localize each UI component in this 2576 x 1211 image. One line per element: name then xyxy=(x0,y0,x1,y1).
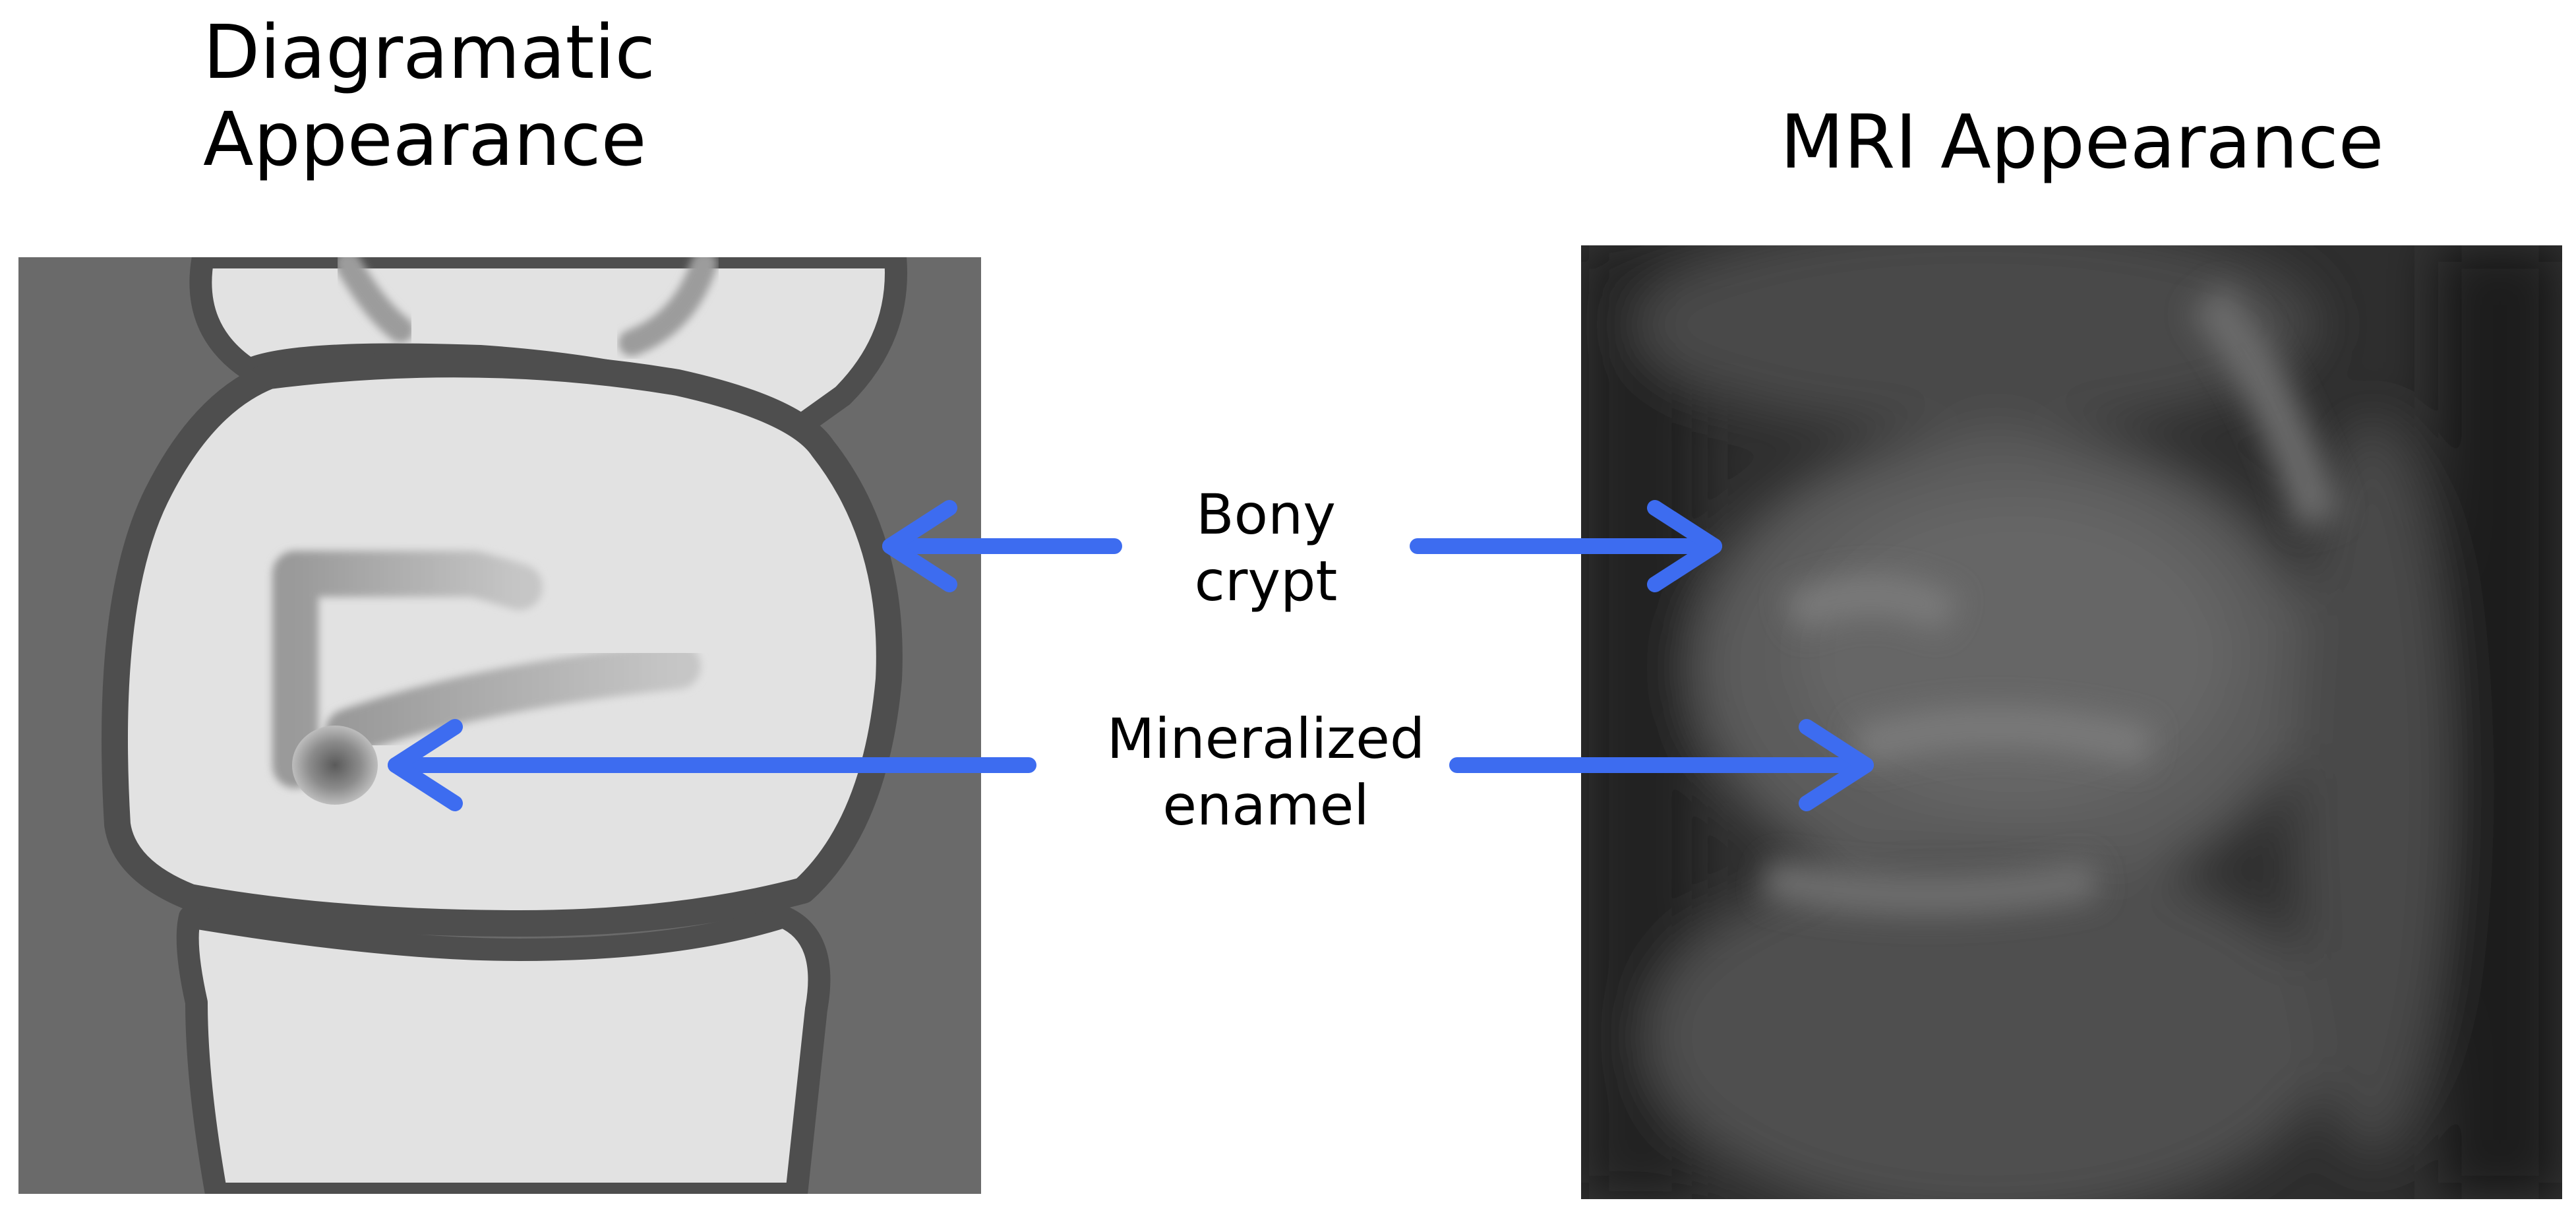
crypt-inner-streak-lower xyxy=(325,643,701,755)
mri-right-column xyxy=(2293,417,2451,1156)
diagram-panel xyxy=(18,257,981,1194)
mri-bright-streak-3 xyxy=(1761,859,2099,915)
diagram-title: Diagramatic Appearance xyxy=(203,9,796,183)
diagram-title-line1: Diagramatic xyxy=(203,10,656,96)
bony-crypt-label-line2: crypt xyxy=(1194,548,1338,613)
mri-title: MRI Appearance xyxy=(1780,100,2384,185)
upper-tooth-streak-left xyxy=(335,257,414,343)
mineralized-enamel-label-line1: Mineralized xyxy=(1106,706,1425,771)
bony-crypt-label: Bony crypt xyxy=(1121,481,1411,615)
mineralized-enamel-dot xyxy=(292,726,378,805)
upper-tooth-streak-right xyxy=(618,257,717,356)
mri-bright-streak-4 xyxy=(2189,283,2342,530)
bony-crypt-label-line1: Bony xyxy=(1196,482,1336,547)
diagram-title-line2: Appearance xyxy=(203,97,647,183)
mri-upper-structure xyxy=(1634,245,2320,430)
crypt-inner-streak-upper xyxy=(272,551,543,788)
mri-bright-streak-1 xyxy=(1783,575,1960,633)
mri-image xyxy=(1581,245,2562,1199)
mineralized-enamel-label: Mineralized enamel xyxy=(1029,706,1503,839)
mineralized-enamel-label-line2: enamel xyxy=(1162,772,1369,838)
lower-tooth xyxy=(176,906,831,1194)
mri-bright-streak-2 xyxy=(1852,707,2153,766)
mri-lower-structure xyxy=(1647,852,2333,1199)
mri-dark-right-band xyxy=(2438,245,2562,1199)
bony-crypt xyxy=(102,351,903,937)
